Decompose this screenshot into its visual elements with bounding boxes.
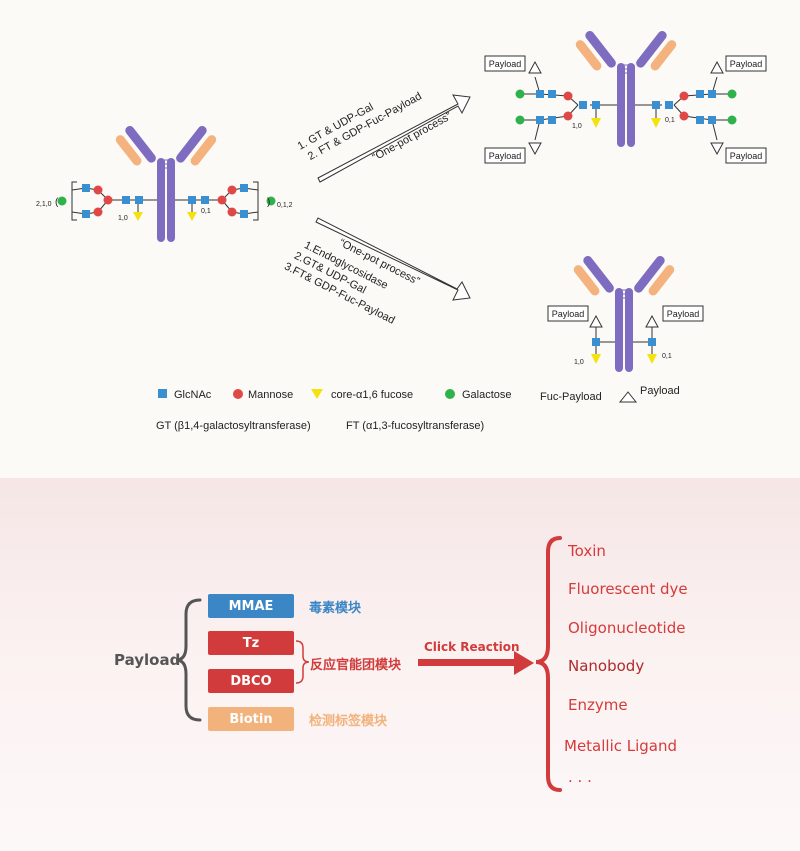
- starting-antibody: ( ) 2,1,0 0,1,2 1,0 0,1: [36, 123, 293, 243]
- result-toxin: Toxin: [568, 542, 606, 560]
- click-arrow-shaft: [418, 659, 516, 666]
- svg-text:1,0: 1,0: [574, 359, 584, 366]
- reactive-brace: [295, 640, 310, 684]
- result-enzyme: Enzyme: [568, 696, 628, 714]
- scheme-canvas: ( ) 2,1,0 0,1,2 1,0 0,1 1. GT & UDP-Gal …: [36, 28, 767, 432]
- svg-text:Mannose: Mannose: [248, 389, 293, 401]
- arrow-one-pot-direct: 1. GT & UDP-Gal 2. FT & GDP-Fuc-Payload …: [296, 90, 471, 183]
- svg-text:Fuc-Payload: Fuc-Payload: [540, 391, 602, 403]
- right-subscript: 0,1,2: [277, 202, 293, 209]
- result-nanobody: Nanobody: [568, 657, 645, 675]
- svg-text:Payload: Payload: [489, 151, 522, 161]
- click-arrow-head: [514, 651, 534, 675]
- reactive-module-label: 反应官能团模块: [310, 658, 402, 673]
- svg-text:): ): [267, 197, 270, 208]
- svg-text:0,1: 0,1: [201, 208, 211, 215]
- result-oligonucleotide: Oligonucleotide: [568, 619, 686, 637]
- module-tz: Tz: [208, 631, 294, 655]
- toxin-module-label: 毒素模块: [309, 601, 362, 616]
- svg-text:(: (: [55, 197, 59, 208]
- detection-module-label: 检测标签模块: [309, 714, 388, 729]
- svg-text:Payload: Payload: [489, 59, 522, 69]
- result-metallic-ligand: Metallic Ligand: [564, 737, 678, 755]
- svg-text:Payload: Payload: [730, 151, 763, 161]
- product-antibody-truncated: Payload Payload 1,0 0,1: [547, 253, 704, 373]
- svg-text:Payload: Payload: [552, 309, 585, 319]
- result-ellipsis: . . .: [568, 768, 592, 786]
- result-fluorescent-dye: Fluorescent dye: [568, 580, 688, 598]
- svg-text:core-α1,6 fucose: core-α1,6 fucose: [331, 389, 413, 401]
- payload-module-diagram: Payload MMAE Tz DBCO Biotin 毒素模块 反应官能团模块…: [0, 478, 800, 851]
- svg-text:1,0: 1,0: [572, 123, 582, 130]
- product-antibody-full: Payload Payload Payload Payload 1,0 0,1: [484, 28, 767, 164]
- arrow-one-pot-endo: “One-pot process” 1.Endoglycosidase 2.GT…: [282, 217, 471, 327]
- glycoengineering-scheme: ( ) 2,1,0 0,1,2 1,0 0,1 1. GT & UDP-Gal …: [36, 28, 767, 432]
- svg-text:GlcNAc: GlcNAc: [174, 389, 212, 401]
- results-brace: [535, 536, 562, 792]
- svg-text:FT (α1,3-fucosyltransferase): FT (α1,3-fucosyltransferase): [346, 420, 484, 432]
- svg-text:0,1: 0,1: [665, 117, 675, 124]
- module-biotin: Biotin: [208, 707, 294, 731]
- payload-label: Payload: [114, 651, 181, 669]
- payload-brace: [175, 598, 202, 722]
- svg-text:GT (β1,4-galactosyltransferase: GT (β1,4-galactosyltransferase): [156, 420, 311, 432]
- svg-text:Payload: Payload: [667, 309, 700, 319]
- svg-text:Galactose: Galactose: [462, 389, 512, 401]
- bottom-canvas: [175, 536, 562, 792]
- svg-text:1,0: 1,0: [118, 215, 128, 222]
- svg-text:Payload: Payload: [640, 385, 680, 397]
- legend: GlcNAc Mannose core-α1,6 fucose Galactos…: [156, 385, 680, 432]
- svg-text:0,1: 0,1: [662, 353, 672, 360]
- left-subscript: 2,1,0: [36, 201, 52, 208]
- module-dbco: DBCO: [208, 669, 294, 693]
- svg-text:Payload: Payload: [730, 59, 763, 69]
- click-reaction-label: Click Reaction: [424, 640, 520, 654]
- module-mmae: MMAE: [208, 594, 294, 618]
